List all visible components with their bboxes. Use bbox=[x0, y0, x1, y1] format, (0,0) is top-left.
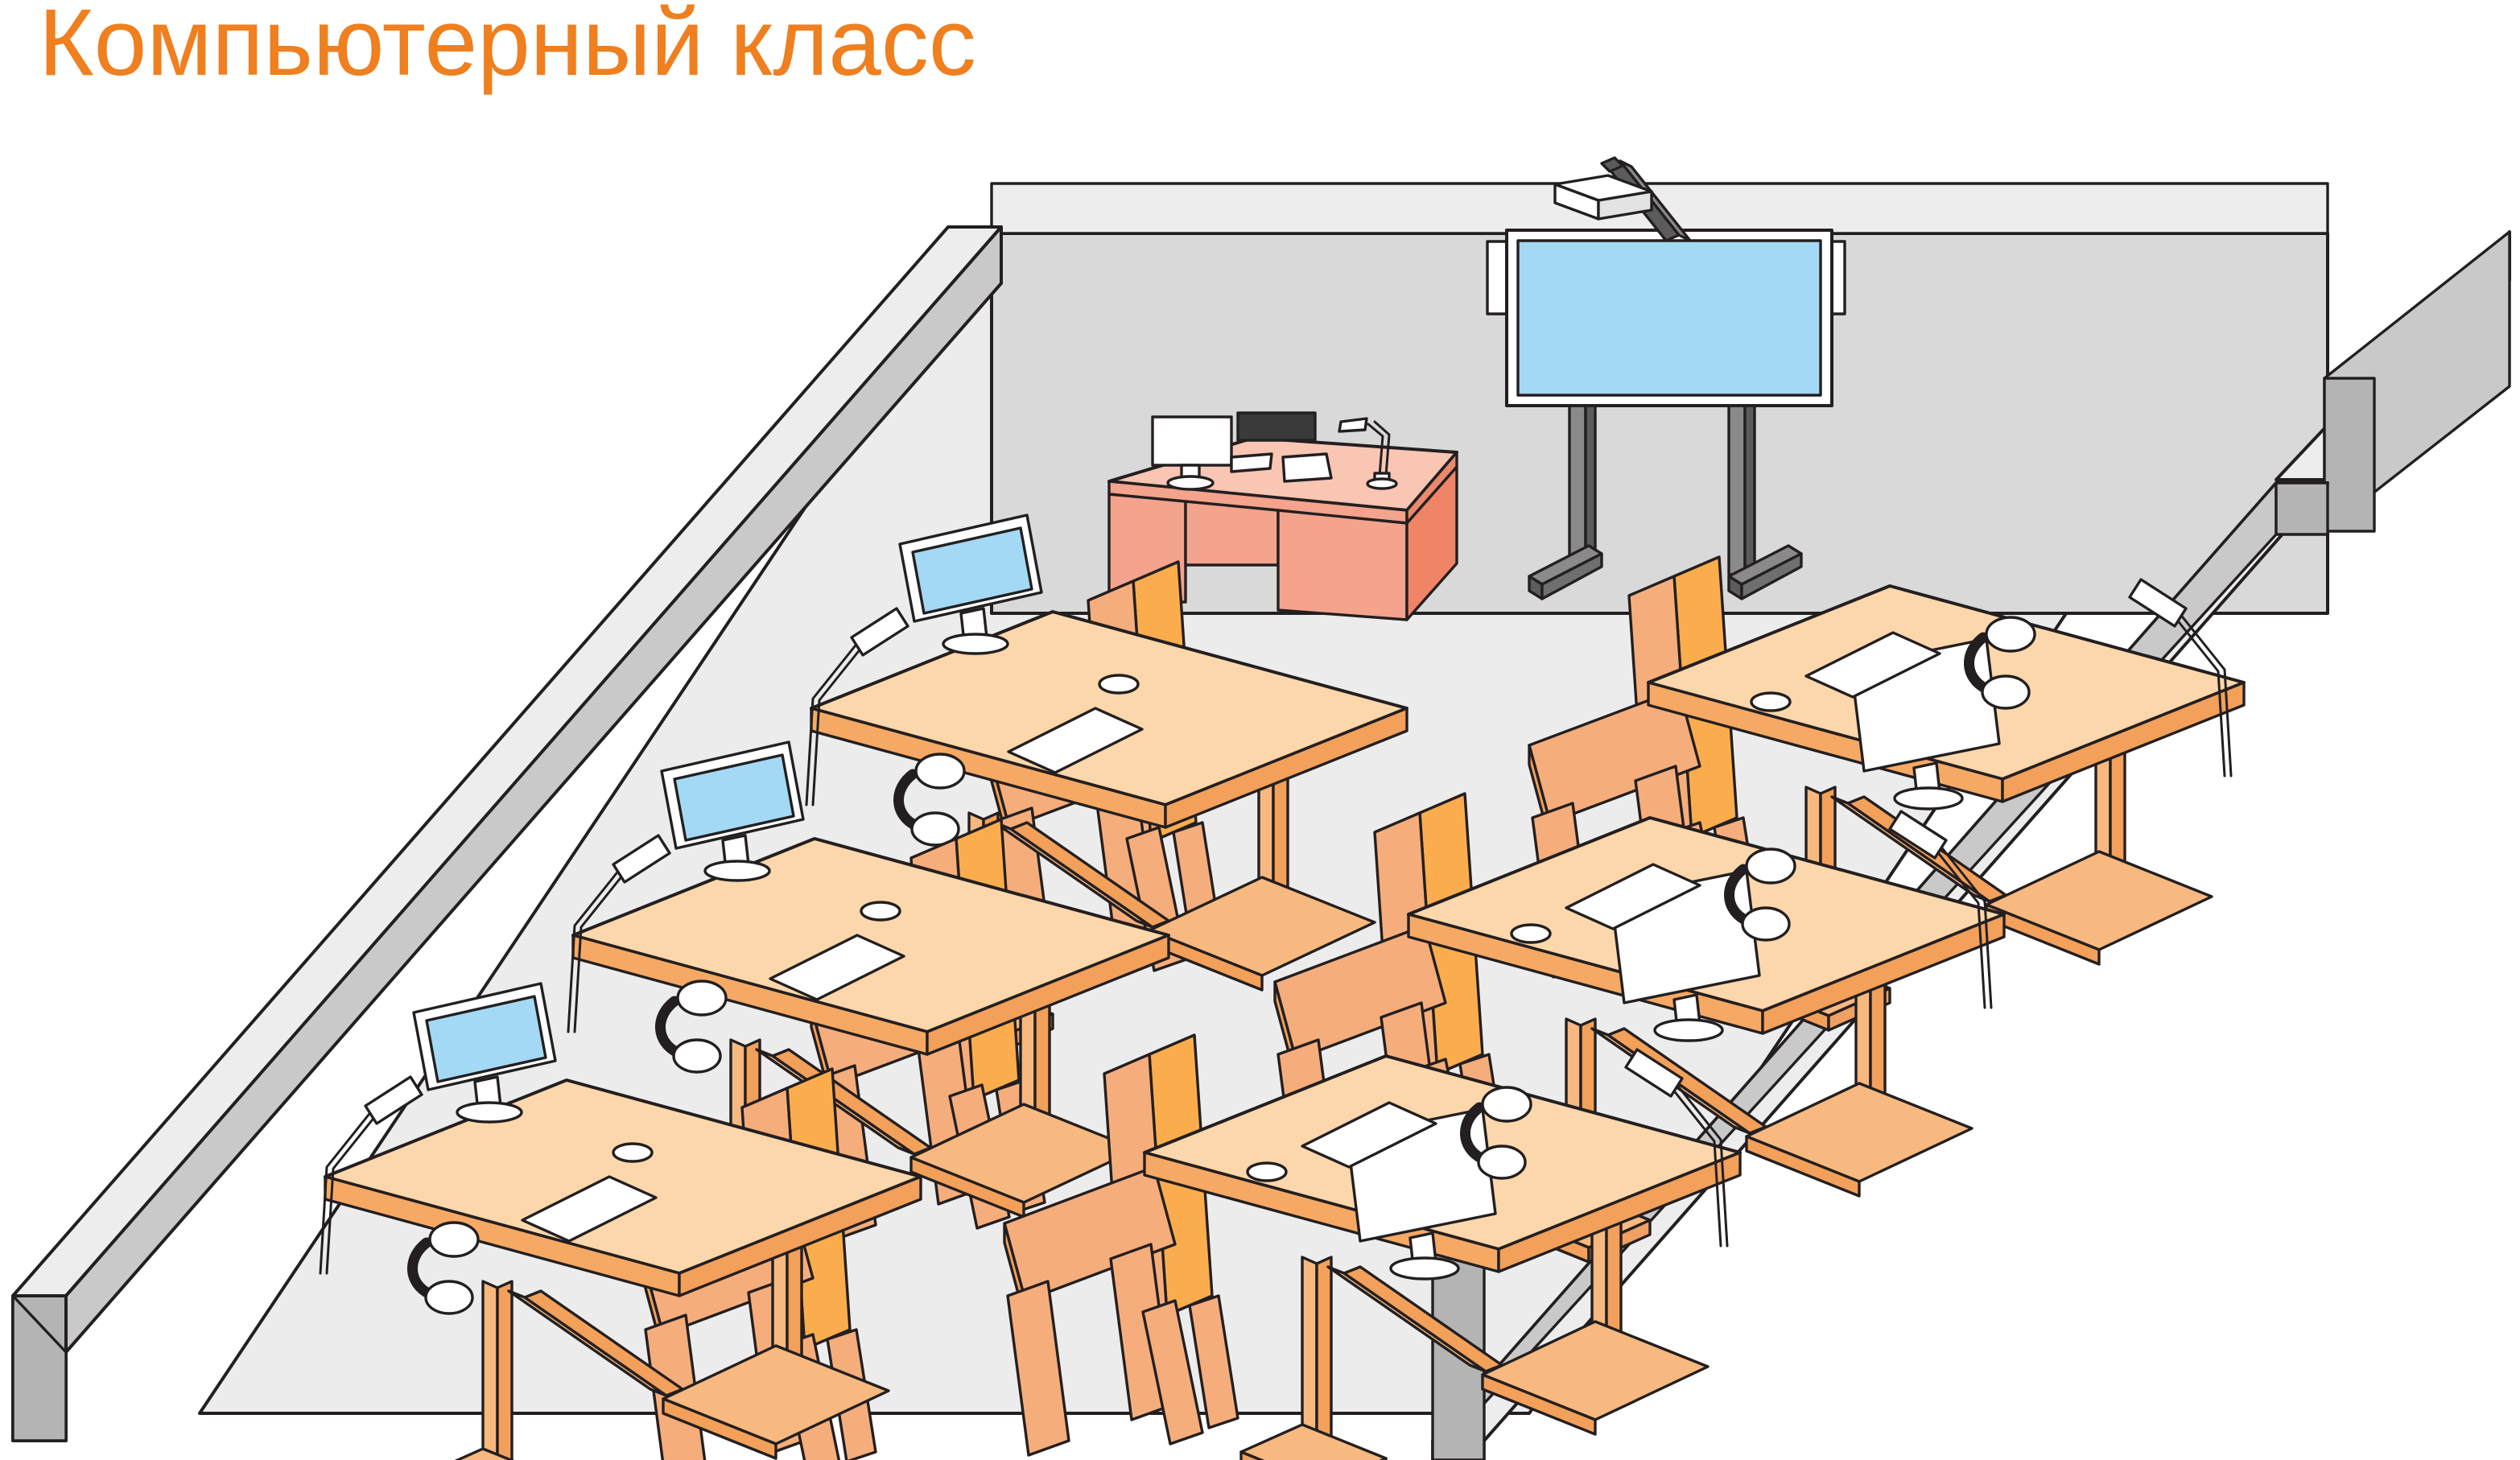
whiteboard-stand-left bbox=[1528, 394, 1603, 600]
teacher-desk-side-face bbox=[1405, 465, 1458, 621]
mouse[interactable] bbox=[1750, 691, 1792, 712]
teacher-desk-lamp bbox=[1338, 417, 1398, 490]
projector-arm-cap bbox=[1600, 156, 1624, 173]
teacher-keyboard bbox=[1230, 452, 1273, 473]
projector-body-side bbox=[1597, 190, 1653, 221]
teacher-monitor bbox=[1151, 415, 1233, 491]
ceiling-projector-group bbox=[1553, 156, 1692, 242]
teacher-desk-group[interactable] bbox=[1107, 411, 1458, 621]
left-wall-outer-face bbox=[11, 1294, 68, 1442]
right-wall-back-segment-cap bbox=[2323, 377, 2376, 533]
teacher-desk-knee-panel bbox=[1184, 500, 1280, 567]
right-wall-front-side-face bbox=[2275, 481, 2329, 536]
mouse[interactable] bbox=[612, 1142, 654, 1163]
projector-arm-shade bbox=[1619, 159, 1692, 242]
teacher-desk-pedestal-right bbox=[1276, 509, 1408, 621]
mouse[interactable] bbox=[860, 901, 901, 922]
mouse[interactable] bbox=[1246, 1161, 1288, 1182]
whiteboard-screen[interactable] bbox=[1516, 239, 1822, 397]
teacher-paper bbox=[1281, 452, 1333, 483]
interactive-whiteboard-group[interactable] bbox=[1486, 229, 1846, 600]
mouse[interactable] bbox=[1510, 923, 1552, 944]
page-title: Компьютерный класс bbox=[39, 0, 976, 96]
mouse[interactable] bbox=[1098, 674, 1140, 695]
teacher-printer bbox=[1236, 411, 1317, 442]
